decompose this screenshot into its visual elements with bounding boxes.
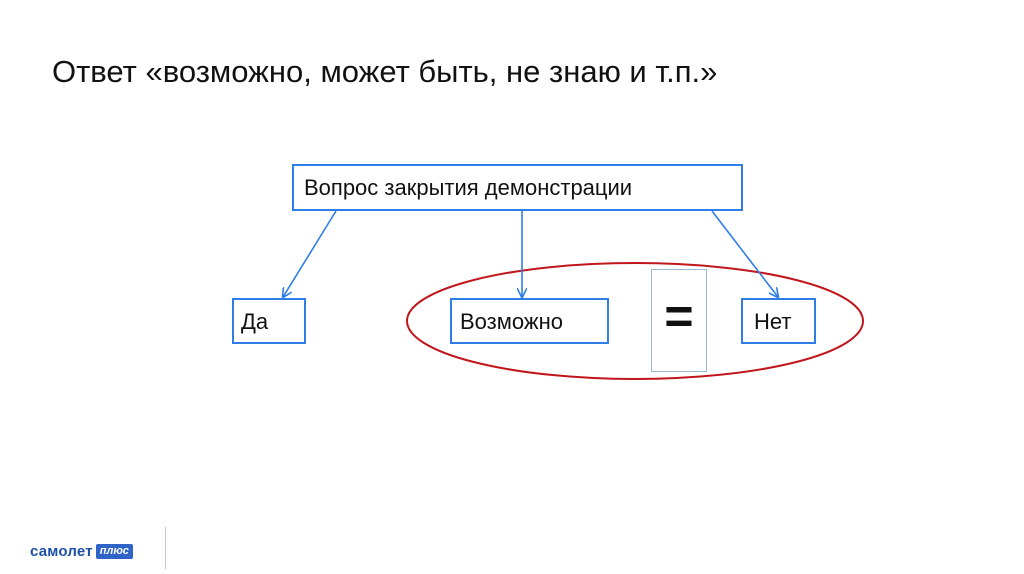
grouping-ellipse — [406, 262, 864, 380]
brand-divider — [165, 527, 166, 569]
equals-frame — [651, 269, 707, 372]
brand-name: самолет — [30, 542, 93, 560]
brand-logo: самолет плюс — [30, 539, 133, 563]
slide-title: Ответ «возможно, может быть, не знаю и т… — [52, 54, 718, 89]
answer-yes-box: Да — [232, 298, 306, 344]
brand-tag: плюс — [95, 543, 133, 559]
arrow-to-no — [711, 210, 778, 297]
question-box: Вопрос закрытия демонстрации — [292, 164, 743, 211]
arrow-to-yes — [283, 210, 337, 297]
equals-sign: = — [664, 288, 694, 344]
answer-no-box: Нет — [741, 298, 816, 344]
answer-maybe-box: Возможно — [450, 298, 609, 344]
